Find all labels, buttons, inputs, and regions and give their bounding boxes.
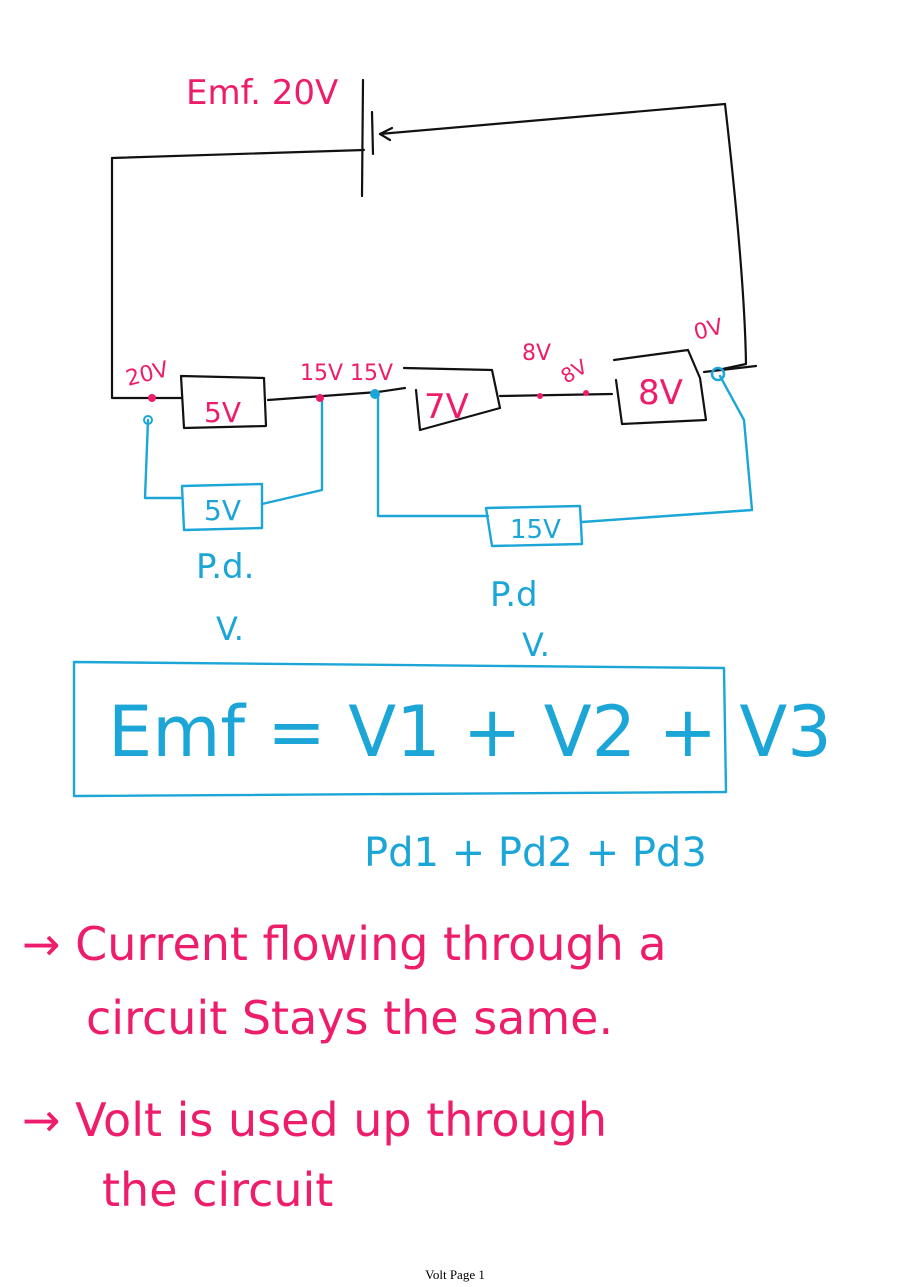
battery-short-plate [370,110,375,156]
battery-long-plate [360,78,365,198]
node-20v-dot [148,394,156,402]
voltmeter-2-wire [376,392,490,518]
node-20v-probe [143,415,153,425]
page-footer: Volt Page 1 [425,1267,485,1282]
resistor-3-label: 8V [638,373,683,413]
voltmeter-1-caption-2: V. [216,610,244,648]
voltmeter-2-caption-1: P.d [490,575,538,615]
voltmeter-wires [72,374,754,798]
wire-top-left [110,148,366,160]
emf-label: Emf. 20V [186,73,338,113]
node-voltage-4: 8V [522,341,551,366]
voltmeter-2-reading: 15V [510,515,561,545]
resistor-5v-box [179,374,268,430]
voltmeter-1-wire-right [260,396,324,506]
voltmeter-2-caption-2: V. [522,626,550,664]
equation-frame [72,660,728,798]
node-voltage-2: 15V [300,361,343,386]
node-0v-probe [710,366,726,382]
resistor-1-label: 5V [204,396,241,429]
equation-main: Emf = V1 + V2 + V3 [108,691,832,773]
battery-arrow [378,126,394,142]
resistor-2-label: 7V [424,387,469,427]
wire-r2-to-r3 [498,392,614,398]
node-15v-probe [370,389,380,399]
note-2-line-2: the circuit [102,1163,333,1217]
node-8v-dot [537,393,543,399]
voltmeter-1-caption-1: P.d. [196,547,254,587]
node-voltage-5: 8V [557,354,592,388]
equation-under: Pd1 + Pd2 + Pd3 [364,830,707,876]
voltmeter-1-box [180,482,264,532]
node-8v-dot-2 [583,390,589,396]
wire-right [716,102,748,372]
wire-top-right [378,102,727,136]
wire-node-to-r2 [376,386,407,394]
voltmeter-1-reading: 5V [204,494,241,527]
voltmeter-2-wire-right [580,374,754,524]
node-voltage-6: 0V [691,315,725,346]
main-circuit-wires [110,78,758,432]
note-2-line-1: → Volt is used up through [22,1093,607,1147]
circuit-nodes [143,366,726,425]
note-1-line-1: → Current flowing through a [22,917,667,971]
resistor-8v-box [612,348,708,426]
voltmeter-1-wire [143,418,184,500]
node-15v-dot [316,394,324,402]
note-1-line-2: circuit Stays the same. [86,991,613,1045]
voltmeter-2-box [484,504,584,548]
resistor-7v-box [402,366,502,432]
node-voltage-3: 15V [350,361,393,386]
wire-left [110,156,184,400]
node-voltage-1: 20V [123,357,171,392]
